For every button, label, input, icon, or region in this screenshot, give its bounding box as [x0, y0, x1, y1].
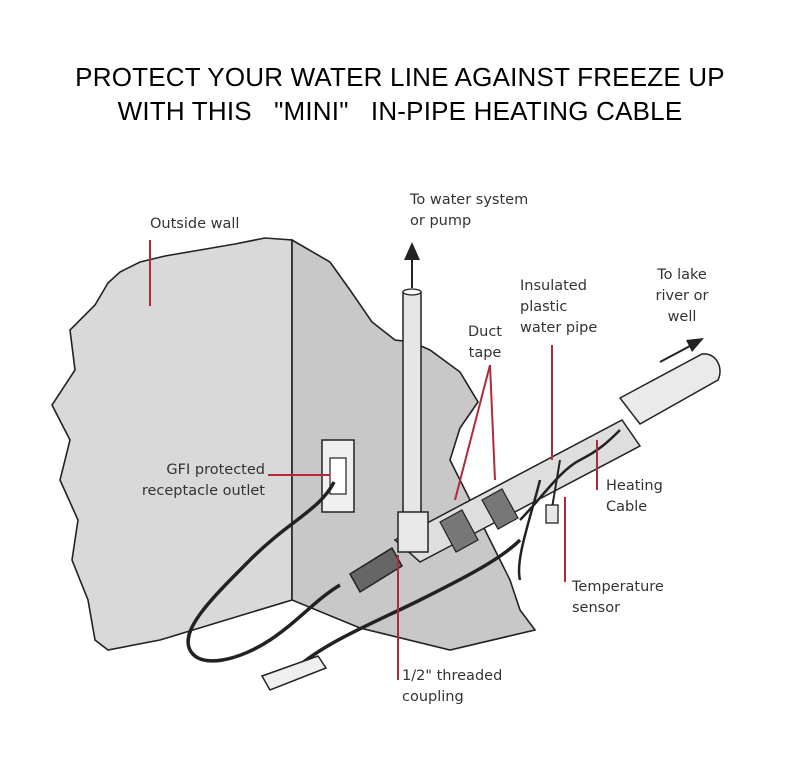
- label-threaded-coupling: 1/2" threaded coupling: [402, 668, 503, 705]
- heating-cable-tail: [517, 479, 542, 581]
- label-heating-cable: Heating Cable: [606, 478, 663, 515]
- lake-arrow-head: [686, 338, 704, 352]
- outlet-pipe-end: [618, 353, 721, 425]
- label-temperature-sensor: Temperature sensor: [572, 579, 664, 616]
- duct-tape-band-1: [439, 509, 479, 553]
- title-line-1: PROTECT YOUR WATER LINE AGAINST FREEZE U…: [75, 62, 725, 92]
- leader-duct-tape-1: [454, 364, 491, 501]
- riser-arrow-head: [404, 242, 420, 260]
- label-outside-wall: Outside wall: [150, 216, 240, 232]
- label-to-water-system: To water system or pump: [410, 192, 529, 229]
- thermostat-box: [260, 655, 328, 691]
- duct-tape-band-2: [481, 488, 519, 530]
- label-insulated-pipe: Insulated plastic water pipe: [520, 278, 598, 336]
- label-duct-tape: Duct tape: [467, 324, 502, 361]
- temperature-sensor: [545, 504, 559, 524]
- lake-arrow-shaft: [659, 345, 691, 363]
- threaded-coupling: [348, 546, 404, 594]
- temperature-sensor-lead: [551, 459, 561, 509]
- outside-wall-front: [51, 237, 293, 651]
- title-line-2: WITH THIS "MINI" IN-PIPE HEATING CABLE: [117, 96, 683, 126]
- tee-joint: [397, 511, 429, 553]
- power-cord: [186, 481, 341, 663]
- heating-cable: [519, 429, 621, 521]
- gfi-outlet-receptacle: [329, 457, 347, 495]
- riser-pipe-top: [402, 288, 422, 296]
- label-gfi: GFI protected receptacle outlet: [141, 462, 265, 499]
- riser-pipe: [402, 291, 422, 533]
- label-to-lake: To lake river or well: [655, 267, 709, 325]
- power-cord-loop: [298, 538, 522, 667]
- leader-duct-tape-2: [489, 364, 496, 481]
